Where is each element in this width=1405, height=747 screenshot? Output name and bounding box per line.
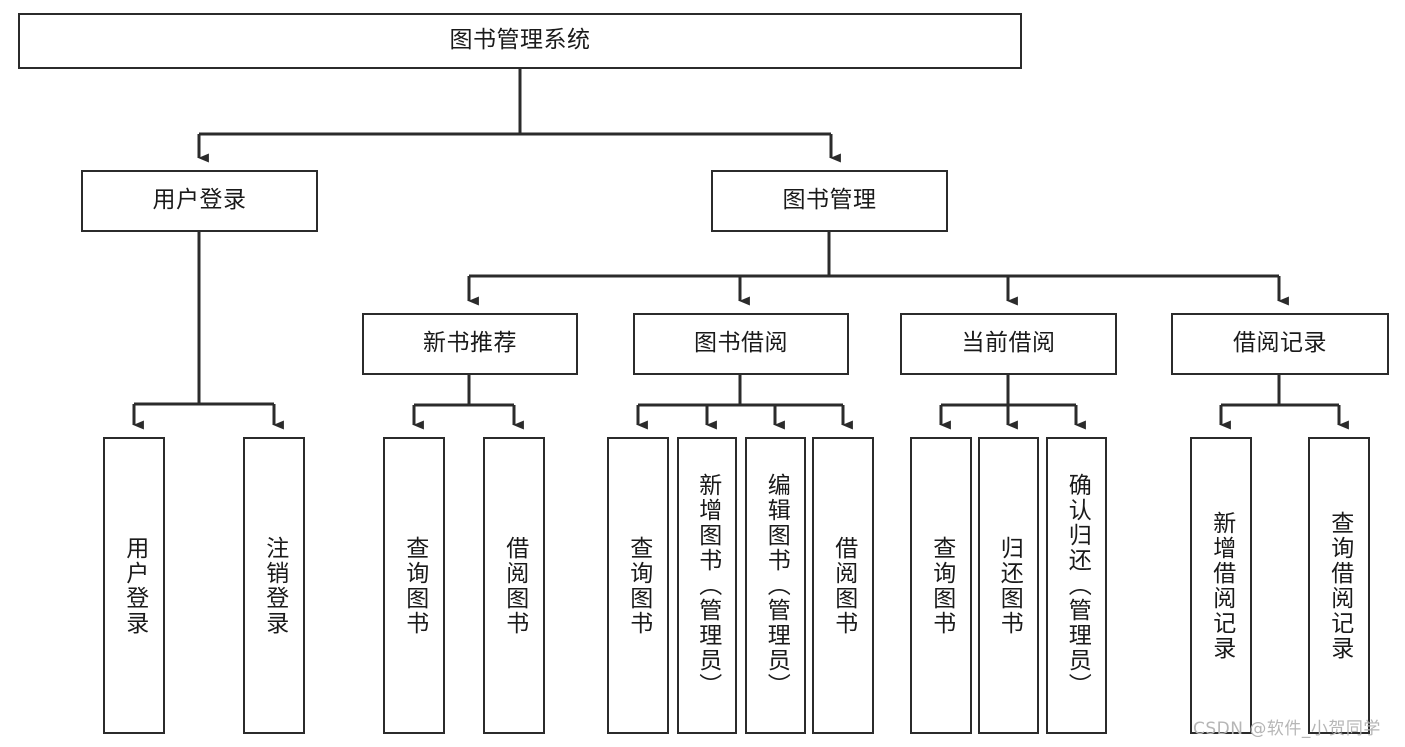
leaf-query-book[interactable]: 查询图书 xyxy=(607,437,669,734)
node-label: 注销登录 xyxy=(261,535,288,636)
node-label: 查询图书 xyxy=(625,535,652,636)
leaf-return-book[interactable]: 归还图书 xyxy=(978,437,1039,734)
node-label: 图书管理系统 xyxy=(449,27,591,54)
node-label: 用户登录 xyxy=(121,535,148,636)
node-root-system[interactable]: 图书管理系统 xyxy=(18,13,1022,69)
node-label: 用户登录 xyxy=(152,187,247,214)
node-label: 新增借阅记录 xyxy=(1208,510,1235,661)
node-user-login[interactable]: 用户登录 xyxy=(81,170,318,232)
node-label: 确认归还（管理员） xyxy=(1064,473,1091,698)
node-current-borrow[interactable]: 当前借阅 xyxy=(900,313,1117,375)
leaf-query-book-new[interactable]: 查询图书 xyxy=(383,437,445,734)
node-label: 新增图书（管理员） xyxy=(694,473,721,698)
node-label: 查询借阅记录 xyxy=(1326,510,1353,661)
node-label: 图书管理 xyxy=(782,187,877,214)
leaf-query-borrow-record[interactable]: 查询借阅记录 xyxy=(1308,437,1370,734)
node-label: 图书借阅 xyxy=(694,330,788,357)
node-book-borrow[interactable]: 图书借阅 xyxy=(633,313,849,375)
node-label: 当前借阅 xyxy=(961,330,1056,357)
node-label: 借阅图书 xyxy=(830,535,857,636)
leaf-add-book-admin[interactable]: 新增图书（管理员） xyxy=(677,437,737,734)
node-new-book-recommend[interactable]: 新书推荐 xyxy=(362,313,578,375)
node-label: 编辑图书（管理员） xyxy=(763,473,790,698)
leaf-add-borrow-record[interactable]: 新增借阅记录 xyxy=(1190,437,1252,734)
watermark-csdn: CSDN @软件_小贺同学 xyxy=(1193,719,1381,739)
leaf-logout[interactable]: 注销登录 xyxy=(243,437,305,734)
leaf-borrow-book-new[interactable]: 借阅图书 xyxy=(483,437,545,734)
leaf-query-book-current[interactable]: 查询图书 xyxy=(910,437,972,734)
node-borrow-record[interactable]: 借阅记录 xyxy=(1171,313,1389,375)
node-label: 查询图书 xyxy=(401,535,428,636)
leaf-edit-book-admin[interactable]: 编辑图书（管理员） xyxy=(745,437,806,734)
leaf-user-login[interactable]: 用户登录 xyxy=(103,437,165,734)
leaf-borrow-book[interactable]: 借阅图书 xyxy=(812,437,874,734)
node-book-management[interactable]: 图书管理 xyxy=(711,170,948,232)
node-label: 新书推荐 xyxy=(423,330,517,357)
leaf-confirm-return-admin[interactable]: 确认归还（管理员） xyxy=(1046,437,1107,734)
node-label: 借阅记录 xyxy=(1233,330,1327,357)
node-label: 借阅图书 xyxy=(501,535,528,636)
node-label: 归还图书 xyxy=(996,535,1023,636)
node-label: 查询图书 xyxy=(928,535,955,636)
